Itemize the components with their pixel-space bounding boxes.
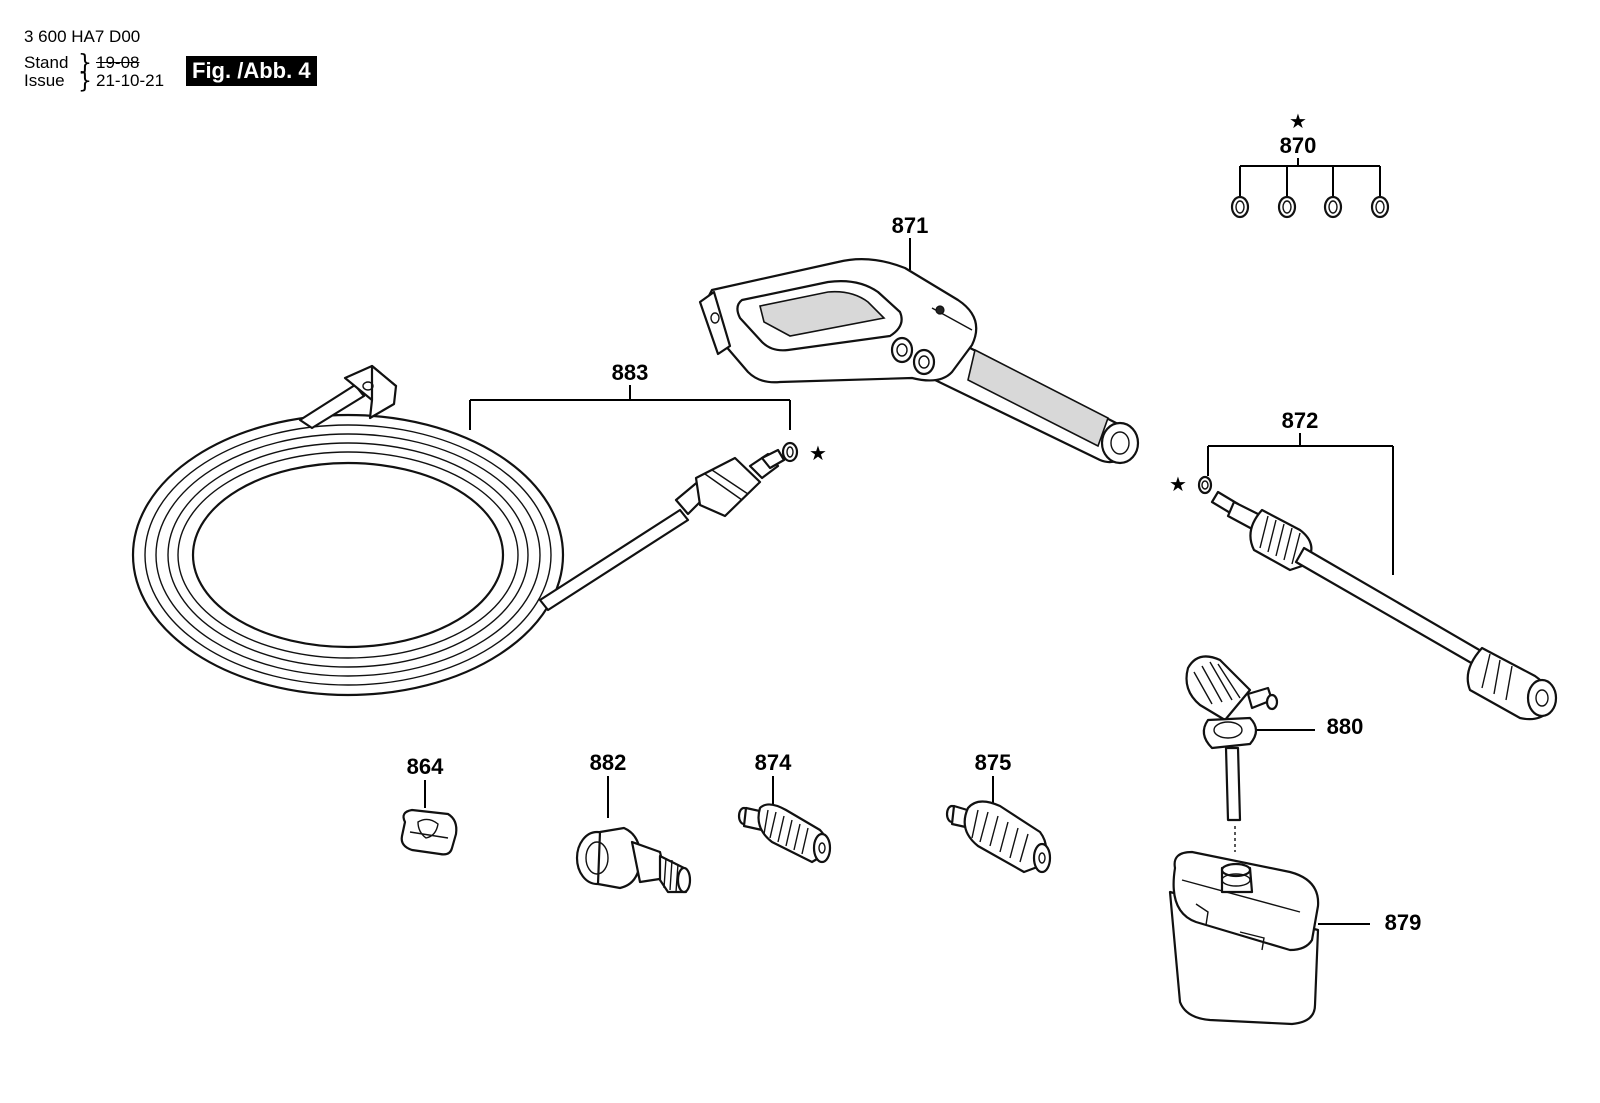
part-871-spray-gun: 871: [698, 213, 1140, 465]
part-883-hose: 883 ★: [131, 360, 827, 697]
issue-label: Issue: [24, 71, 65, 90]
part-879-detergent-tank: 879: [1168, 850, 1422, 1026]
callout-882: 882: [590, 750, 627, 775]
issue-date: 21-10-21: [96, 71, 165, 90]
callout-880: 880: [1327, 714, 1364, 739]
callout-874: 874: [755, 750, 792, 775]
part-872-lance: 872 ★: [1169, 408, 1558, 721]
stand-brace: }: [78, 51, 92, 76]
stand-date: 19-08: [96, 53, 140, 72]
callout-871: 871: [892, 213, 929, 238]
part-875-turbo-nozzle: 875: [945, 750, 1052, 874]
figure-badge: Fig. /Abb. 4: [186, 56, 317, 86]
callout-879: 879: [1385, 910, 1422, 935]
part-870-o-rings: ★ 870: [1230, 109, 1390, 219]
callout-883: 883: [612, 360, 649, 385]
part-874-nozzle: 874: [737, 750, 832, 864]
star-marker-883: ★: [809, 441, 827, 465]
part-880-foam-nozzle: 880: [1185, 655, 1364, 852]
document-number: 3 600 HA7 D00: [24, 27, 141, 46]
issue-brace: }: [78, 69, 92, 94]
stand-label: Stand: [24, 53, 69, 72]
star-marker-872: ★: [1169, 472, 1187, 496]
callout-875: 875: [975, 750, 1012, 775]
star-marker-870: ★: [1289, 109, 1307, 133]
part-882-adapter: 882: [575, 750, 692, 894]
part-864-clip: 864: [400, 754, 458, 856]
callout-870: 870: [1280, 133, 1317, 158]
callout-872: 872: [1282, 408, 1319, 433]
callout-864: 864: [407, 754, 444, 779]
